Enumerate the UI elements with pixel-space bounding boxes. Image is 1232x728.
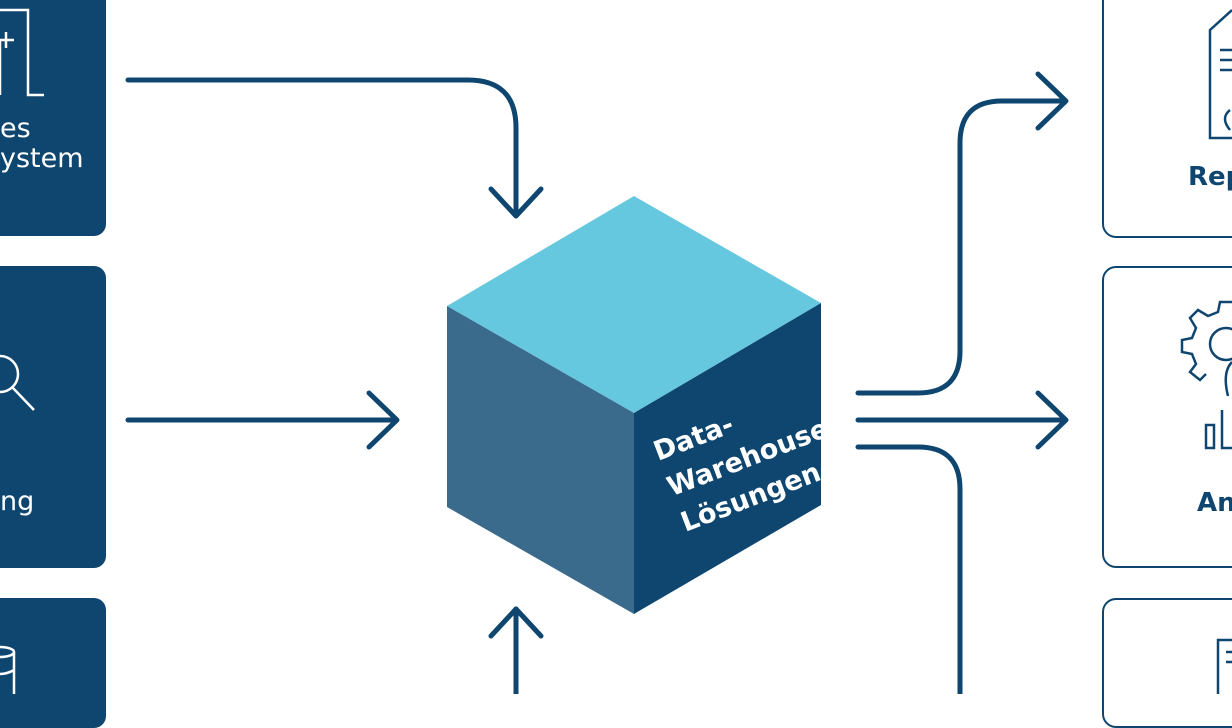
output-label-top: Rep bbox=[1188, 162, 1232, 192]
source-label-top-line2: ystem bbox=[0, 143, 84, 174]
database-icon bbox=[0, 645, 16, 694]
input-arrow-top bbox=[125, 77, 544, 219]
source-label-top-line1: es bbox=[0, 113, 31, 144]
data-warehouse-cube: Data- Warehouse- Lösungen bbox=[447, 196, 843, 614]
report-icon bbox=[1208, 9, 1232, 140]
source-label-middle: ng bbox=[0, 486, 35, 517]
source-card-middle bbox=[0, 266, 106, 568]
input-arrow-middle bbox=[125, 390, 400, 450]
cube-top-face bbox=[447, 196, 821, 413]
gear-analytics-icon bbox=[1180, 300, 1232, 450]
output-label-middle: An bbox=[1197, 488, 1232, 518]
input-arrow-bottom bbox=[488, 606, 544, 694]
document-icon bbox=[1216, 638, 1232, 694]
building-icon bbox=[0, 8, 44, 97]
cube-left-face bbox=[447, 306, 634, 614]
source-card-top: es ystem bbox=[0, 0, 106, 236]
output-arrow-top bbox=[855, 71, 1069, 396]
diagram-canvas: Data- Warehouse- Lösungen bbox=[0, 8, 1232, 694]
magnifier-icon bbox=[0, 354, 35, 411]
output-arrow-middle bbox=[855, 390, 1069, 450]
output-arrow-bottom bbox=[855, 444, 963, 694]
cube-right-face bbox=[634, 303, 821, 614]
